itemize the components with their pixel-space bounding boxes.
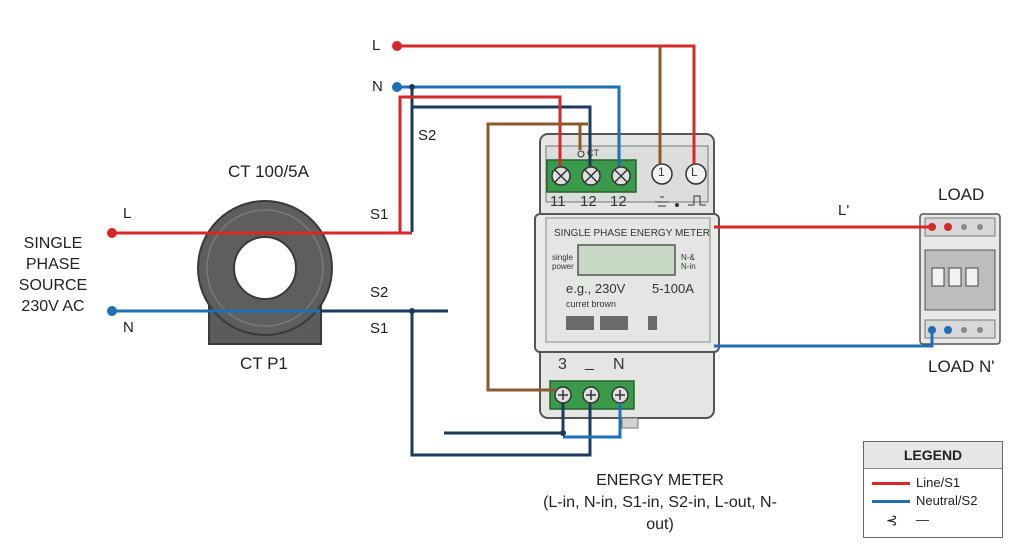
wire-s1-lower	[410, 311, 592, 457]
wire-neutral-out	[714, 334, 934, 348]
source-line-4: 230V AC	[21, 298, 85, 315]
source-line-1: SINGLE	[23, 235, 83, 252]
right-note-2: N-in	[681, 262, 696, 271]
meter-left-note: single power	[552, 253, 574, 271]
ct-rating-label: CT 100/5A	[228, 162, 309, 181]
s1-lower-label: S1	[370, 320, 389, 337]
meter-rating: e.g., 230V	[566, 281, 626, 296]
meter-current-range: 5-100A	[652, 281, 694, 296]
terminal-11: 11	[550, 193, 566, 210]
legend-line-swatch	[872, 482, 910, 485]
circle-terminal-1: 1	[658, 165, 665, 179]
source-line-2: PHASE	[25, 256, 81, 273]
load-breaker	[919, 213, 1001, 345]
s1-upper-label: S1	[370, 206, 389, 223]
bottom-terminal-n: N	[613, 356, 625, 373]
circle-terminal-l: L	[691, 165, 698, 179]
load-title: LOAD	[938, 185, 985, 204]
legend-item-line: Line/S1	[916, 475, 961, 490]
left-note-2: power	[552, 262, 574, 271]
ct-mark: CT	[587, 148, 599, 158]
wire-ct-s1	[398, 95, 562, 232]
energy-meter-body	[534, 133, 720, 429]
caption-title: ENERGY METER	[596, 472, 724, 489]
terminal-12-a: 12	[580, 193, 597, 210]
left-note-1: single	[552, 253, 573, 262]
meter-right-note: N-& N-in	[681, 253, 696, 271]
legend-item-neutral: Neutral/S2	[916, 493, 978, 508]
legend-title: LEGEND	[864, 442, 1002, 469]
legend-symbol-icon: ⊰	[886, 512, 898, 528]
wire-brown	[486, 122, 588, 392]
wires	[112, 44, 934, 457]
s2-lower-label: S2	[370, 284, 389, 301]
source-line-3: SOURCE	[18, 277, 88, 294]
legend-item-symbol: —	[916, 512, 929, 527]
source-l-label: L	[123, 205, 132, 222]
caption-subtitle: (L-in, N-in, S1-in, S2-in, L-out, N-out)	[543, 494, 777, 533]
ct-p1-label: CT P1	[240, 354, 288, 373]
legend-neutral-swatch	[872, 500, 910, 503]
wire-n-to-meter	[563, 403, 622, 439]
source-n-label: N	[123, 319, 134, 336]
meter-current-note: curret brown	[566, 299, 617, 309]
right-note-1: N-&	[681, 253, 695, 262]
wire-top-neutral	[397, 85, 621, 166]
load-neutral-label: LOAD N'	[928, 357, 995, 376]
top-l-label: L	[372, 37, 381, 54]
l-prime-label: L'	[838, 202, 850, 219]
meter-panel-title: SINGLE PHASE ENERGY METER	[554, 228, 710, 239]
top-n-label: N	[372, 78, 383, 95]
bottom-terminal-dash: _	[585, 354, 594, 371]
energy-meter-caption: ENERGY METER (L-in, N-in, S1-in, S2-in, …	[540, 470, 780, 536]
source-label: SINGLE PHASE SOURCE 230V AC	[8, 233, 98, 317]
legend: LEGEND Line/S1 Neutral/S2 ⊰ —	[863, 441, 1003, 538]
s2-top-label: S2	[418, 127, 437, 144]
wire-top-line	[397, 44, 696, 164]
bottom-terminal-3: 3	[558, 356, 567, 373]
terminal-12-b: 12	[610, 193, 627, 210]
terminal-dots	[107, 41, 679, 436]
ct-core	[197, 200, 333, 345]
